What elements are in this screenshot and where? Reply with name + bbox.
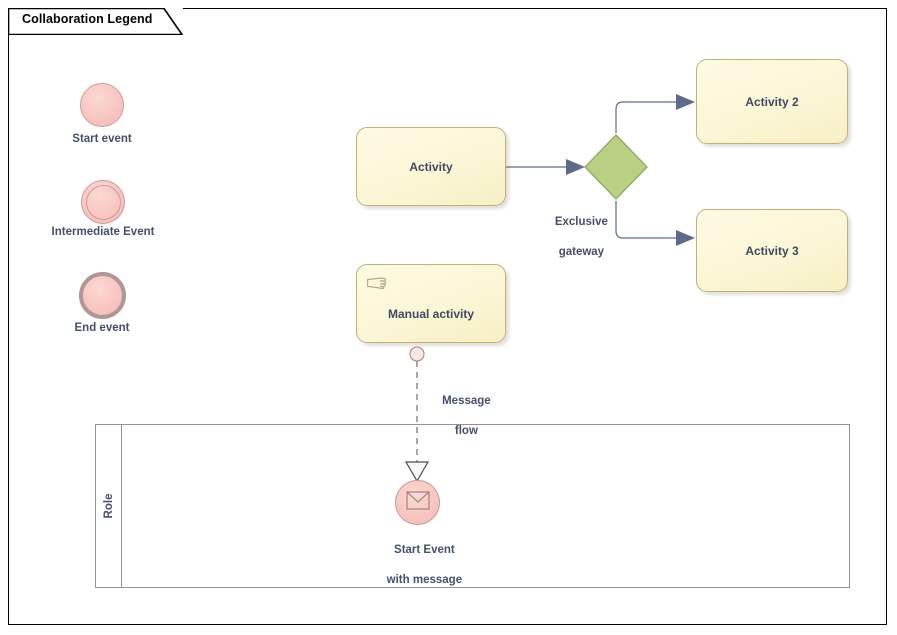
exclusive-gateway-shape[interactable] [583,133,649,201]
gateway-label-line2: gateway [558,246,605,258]
message-start-event-shape[interactable] [395,480,440,525]
task-activity-2[interactable]: Activity 2 [696,59,848,144]
pool-role: Role [95,424,850,588]
task-activity-2-label: Activity 2 [745,94,799,109]
legend-end-event-shape [79,272,126,319]
pool-lane-label: Role [102,493,115,519]
exclusive-gateway-label: Exclusive gateway [525,200,625,275]
legend-end-event-label: End event [74,322,130,334]
legend-intermediate-event-label: Intermediate Event [51,226,155,238]
task-manual-activity[interactable]: Manual activity [356,264,506,343]
message-flow-label-line1: Message [442,395,491,407]
legend-intermediate-event-shape [81,180,125,224]
task-activity-3-label: Activity 3 [745,243,799,258]
task-manual-activity-label: Manual activity [387,306,475,321]
page-title: Collaboration Legend [22,12,153,26]
legend-start-event-shape [80,83,124,127]
diagram-title-tab [8,8,183,35]
message-start-event-label: Start Event with message [357,528,479,603]
legend-start-event-label: Start event [72,133,132,145]
pool-header-role: Role [96,425,122,587]
gateway-label-line1: Exclusive [554,216,608,228]
envelope-icon [405,490,430,515]
message-flow-label-line2: flow [454,425,478,437]
task-activity[interactable]: Activity [356,127,506,206]
task-activity-label: Activity [409,159,453,174]
message-flow-label: Message flow [410,379,510,454]
message-start-event-label-line1: Start Event [394,544,455,556]
hand-icon [366,273,390,298]
task-activity-3[interactable]: Activity 3 [696,209,848,292]
message-start-event-label-line2: with message [386,574,463,586]
